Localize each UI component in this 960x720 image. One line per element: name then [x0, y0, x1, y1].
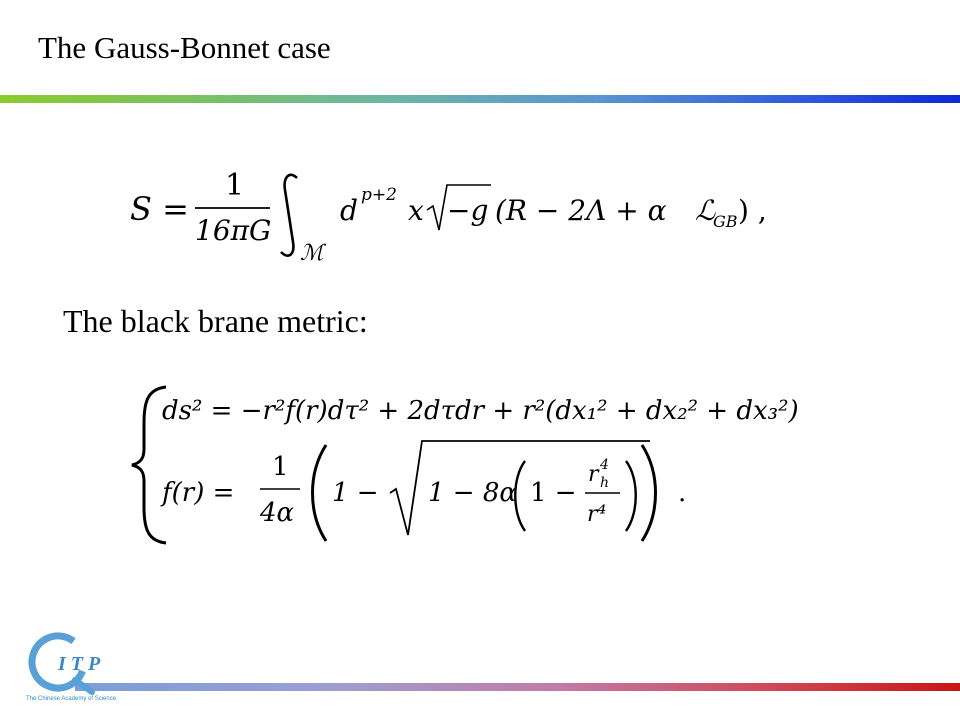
logo-tail [72, 677, 95, 695]
inner-one: 1 − [332, 478, 379, 508]
sqrt-sign [426, 184, 491, 231]
top-gradient-bar [0, 95, 960, 103]
measure-x: x [408, 194, 424, 227]
inner-right-paren [625, 460, 637, 532]
bracket-content: (R − 2Λ + α [495, 194, 667, 227]
ratio-numer-sup: 4 [599, 457, 609, 473]
slide-title: The Gauss-Bonnet case [38, 30, 331, 65]
action-numerator: 1 [225, 168, 244, 203]
metric-equation-system: ds² = −r²f(r)dτ² + 2dτdr + r²(dx₁² + dx₂… [131, 385, 799, 545]
action-denominator: 16πG [195, 214, 271, 247]
integral-domain: ℳ [300, 241, 327, 266]
subtitle: The black brane metric: [63, 303, 368, 339]
logo-text: I T P [57, 653, 101, 675]
metric-period: . [678, 478, 686, 508]
f-denominator: 4α [259, 498, 295, 528]
action-trailing: ) , [738, 194, 767, 227]
ratio-numer-base: r [588, 462, 600, 487]
integral-sign [280, 173, 298, 257]
measure-exponent: p+2 [361, 185, 397, 205]
ratio-denominator: r⁴ [587, 502, 606, 527]
lagrangian-sub: GB [713, 212, 738, 231]
inner-minus: 1 − [530, 478, 577, 508]
outer-right-paren [640, 444, 657, 542]
sqrt-inner: 1 − 8α [428, 478, 517, 508]
big-sqrt-sign [389, 440, 650, 536]
bottom-gradient-bar [75, 683, 960, 691]
ratio-numer-sub: h [600, 475, 609, 491]
action-equation: S = 1 16πG ℳ d p+2 x −g (R − 2Λ + α ℒ GB… [130, 168, 767, 266]
logo-caption: The Chinese Academy of Science [26, 696, 117, 702]
sqrt-content: −g [447, 194, 488, 227]
itp-logo: I T P The Chinese Academy of Science [26, 632, 117, 702]
inner-left-paren [514, 460, 526, 532]
f-lhs: f(r) = [160, 478, 234, 508]
f-numerator: 1 [272, 452, 289, 482]
action-lhs: S = [130, 190, 189, 228]
lagrangian-symbol: ℒ [695, 194, 716, 227]
metric-line-1: ds² = −r²f(r)dτ² + 2dτdr + r²(dx₁² + dx₂… [162, 396, 799, 426]
system-brace [131, 385, 167, 545]
measure-d: d [340, 194, 358, 227]
outer-left-paren [311, 444, 328, 542]
